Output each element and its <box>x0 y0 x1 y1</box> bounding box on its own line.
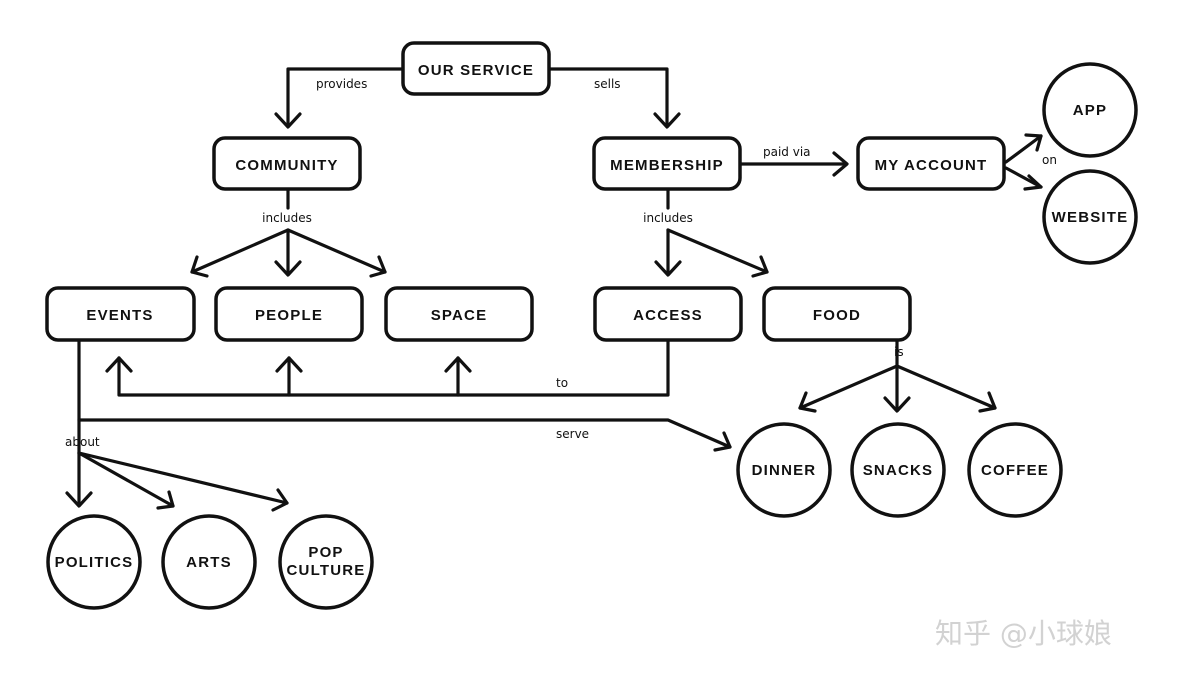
edge-to-space <box>286 228 387 274</box>
arrowhead <box>369 255 387 278</box>
node-label: MEMBERSHIP <box>610 157 724 174</box>
arrowhead <box>274 260 302 277</box>
arrowhead <box>1023 174 1043 191</box>
label-community-includes: includes <box>262 211 312 225</box>
edge-sells <box>547 67 669 128</box>
node-events: EVENTS <box>45 286 196 342</box>
label-about: about <box>65 435 100 449</box>
node-snacks: SNACKS <box>850 422 946 518</box>
node-website: WEBSITE <box>1042 169 1138 265</box>
node-label-line1: POP <box>308 544 343 561</box>
node-membership: MEMBERSHIP <box>592 136 742 191</box>
label-to: to <box>556 376 568 390</box>
label-on: on <box>1042 153 1057 167</box>
node-food: FOOD <box>762 286 912 342</box>
node-app: APP <box>1042 62 1138 158</box>
edge-access-to <box>117 339 670 397</box>
arrowhead <box>654 260 682 277</box>
arrowhead <box>653 112 681 129</box>
node-label: ARTS <box>186 554 232 571</box>
arrowhead <box>156 490 175 510</box>
label-provides: provides <box>316 77 367 91</box>
node-label: COMMUNITY <box>235 157 338 174</box>
node-people: PEOPLE <box>214 286 364 342</box>
node-label: SPACE <box>431 307 488 324</box>
node-politics: POLITICS <box>46 514 142 610</box>
node-dinner: DINNER <box>736 422 832 518</box>
node-label: APP <box>1073 102 1107 119</box>
arrowhead <box>271 488 289 512</box>
arrowhead <box>1024 133 1043 152</box>
node-arts: ARTS <box>161 514 257 610</box>
edge-to-food <box>666 228 769 274</box>
arrowhead <box>275 356 303 373</box>
node-access: ACCESS <box>593 286 743 342</box>
edge-to-arts <box>77 451 175 508</box>
edge-on-app <box>1004 134 1043 164</box>
arrowhead <box>65 491 93 508</box>
node-community: COMMUNITY <box>212 136 362 191</box>
label-membership-includes: includes <box>643 211 693 225</box>
edge-on-website <box>1004 166 1043 189</box>
edge-to-pop-culture <box>77 451 289 505</box>
node-label: OUR SERVICE <box>418 62 534 79</box>
arrowhead <box>190 255 209 278</box>
node-label: PEOPLE <box>255 307 323 324</box>
arrowhead <box>751 255 769 278</box>
node-our-service: OUR SERVICE <box>401 41 551 96</box>
arrowhead <box>274 112 302 129</box>
node-label: MY ACCOUNT <box>875 157 988 174</box>
node-label-line2: CULTURE <box>287 562 366 579</box>
watermark-text: 知乎 @小球娘 <box>935 617 1112 650</box>
node-space: SPACE <box>384 286 534 342</box>
label-is: is <box>894 345 904 359</box>
edges <box>65 67 1043 512</box>
node-label: SNACKS <box>863 462 934 479</box>
edge-labels: provides sells paid via on includes incl… <box>65 77 1057 449</box>
node-label: POLITICS <box>55 554 134 571</box>
node-coffee: COFFEE <box>967 422 1063 518</box>
arrowhead <box>713 431 732 452</box>
arrowhead <box>444 356 472 373</box>
arrowhead <box>832 151 849 177</box>
arrowhead <box>978 391 997 413</box>
node-my-account: MY ACCOUNT <box>856 136 1006 191</box>
arrowhead <box>883 396 911 413</box>
label-sells: sells <box>594 77 621 91</box>
node-pop-culture: POP CULTURE <box>278 514 374 610</box>
arrowhead <box>105 356 133 373</box>
edge-to-dinner <box>798 364 899 410</box>
edge-serve <box>77 418 732 449</box>
node-label: COFFEE <box>981 462 1049 479</box>
watermark: 知乎 @小球娘 <box>935 617 1112 650</box>
label-paid-via: paid via <box>763 145 811 159</box>
arrowhead <box>798 391 817 413</box>
node-label: DINNER <box>752 462 817 479</box>
edge-to-events <box>190 228 290 274</box>
edge-to-coffee <box>895 364 997 410</box>
node-label: WEBSITE <box>1052 209 1129 226</box>
node-label: FOOD <box>813 307 861 324</box>
edge-provides <box>286 67 405 128</box>
node-label: EVENTS <box>86 307 153 324</box>
node-label: ACCESS <box>633 307 703 324</box>
label-serve: serve <box>556 427 589 441</box>
